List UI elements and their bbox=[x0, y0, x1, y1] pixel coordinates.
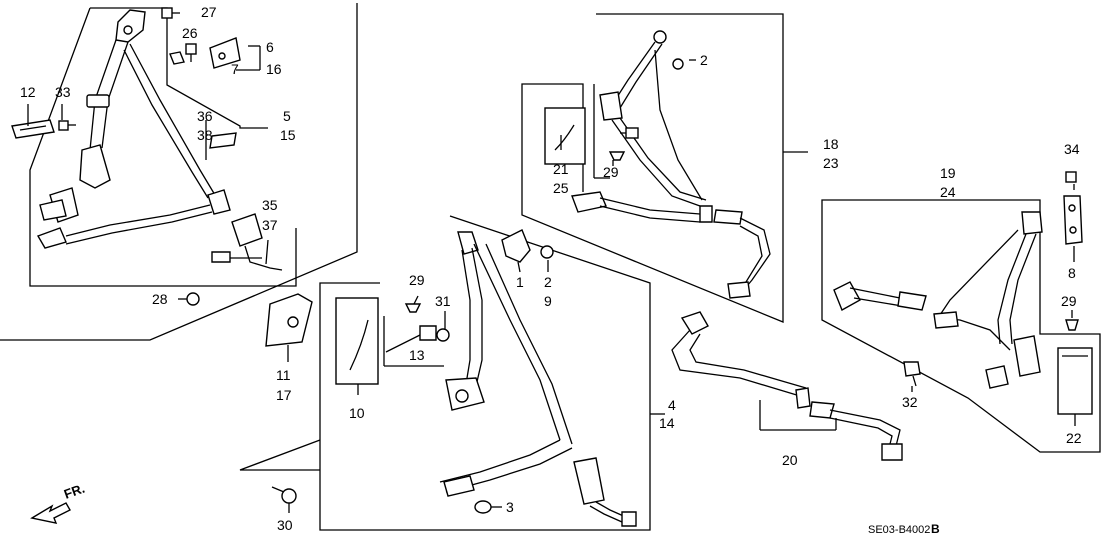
part-21-25-label-card bbox=[544, 107, 586, 165]
part-label-37: 37 bbox=[262, 217, 278, 233]
part-label-6: 6 bbox=[266, 39, 274, 55]
part-28-bolt bbox=[178, 292, 200, 306]
part-12-grab-strap bbox=[11, 119, 55, 139]
front-direction-label: FR. bbox=[62, 481, 87, 502]
part-13-guide-rod bbox=[385, 325, 437, 353]
part-label-13: 13 bbox=[409, 347, 425, 363]
front-seat-belt-group-outline bbox=[0, 3, 358, 341]
part-8-bracket bbox=[1063, 195, 1083, 245]
drawing-code: SE03-B4002 bbox=[868, 524, 930, 536]
part-label-11: 11 bbox=[276, 367, 291, 383]
part-label-35: 35 bbox=[262, 197, 278, 213]
part-label-4: 4 bbox=[668, 397, 676, 413]
part-label-24: 24 bbox=[940, 184, 956, 200]
part-label-2-b: 2 bbox=[544, 274, 552, 290]
part-label-21: 21 bbox=[553, 161, 569, 177]
part-label-7: 7 bbox=[231, 61, 239, 77]
rear-left-belt-group-outline bbox=[821, 199, 1101, 453]
part-label-22: 22 bbox=[1066, 430, 1082, 446]
part-label-9: 9 bbox=[544, 293, 552, 309]
part-label-19: 19 bbox=[940, 165, 956, 181]
drawing-revision: B bbox=[931, 522, 940, 536]
part-label-29-b: 29 bbox=[603, 164, 619, 180]
part-32-bolt bbox=[903, 361, 921, 387]
part-label-38: 38 bbox=[197, 127, 213, 143]
part-26-bolt bbox=[185, 43, 197, 62]
part-label-32: 32 bbox=[902, 394, 918, 410]
front-buckle-assembly bbox=[211, 213, 283, 271]
part-29-31-bolts-center bbox=[404, 303, 450, 342]
part-label-30: 30 bbox=[277, 517, 293, 533]
part-label-8: 8 bbox=[1068, 265, 1076, 281]
part-label-26: 26 bbox=[182, 25, 198, 41]
part-label-28: 28 bbox=[152, 291, 168, 307]
part-label-17: 17 bbox=[276, 387, 292, 403]
part-label-36: 36 bbox=[197, 108, 213, 124]
part-label-18: 18 bbox=[823, 136, 839, 152]
part-3-cap bbox=[474, 500, 492, 514]
part-label-3: 3 bbox=[506, 499, 514, 515]
part-2-9-cap bbox=[540, 245, 554, 259]
part-20-center-belt-assembly bbox=[671, 311, 903, 461]
rear-right-bolts bbox=[608, 127, 639, 161]
shoulder-anchor-cover-part bbox=[39, 132, 237, 221]
part-label-15: 15 bbox=[280, 127, 296, 143]
part-label-10: 10 bbox=[349, 405, 365, 421]
part-label-14: 14 bbox=[659, 415, 675, 431]
part-11-17-cover bbox=[265, 293, 313, 347]
part-label-25: 25 bbox=[553, 180, 569, 196]
part-label-20: 20 bbox=[782, 452, 798, 468]
part-label-16: 16 bbox=[266, 61, 282, 77]
part-label-5: 5 bbox=[283, 108, 291, 124]
part-2-cap bbox=[672, 58, 684, 70]
part-10-label-card bbox=[335, 297, 379, 385]
rear-center-belt-group-outline bbox=[239, 215, 665, 531]
part-label-31: 31 bbox=[435, 293, 451, 309]
part-label-29-c: 29 bbox=[1061, 293, 1077, 309]
part-6-7-16-anchor-bracket bbox=[169, 37, 241, 69]
front-direction-arrow-icon bbox=[30, 502, 71, 524]
front-retractor-assembly bbox=[36, 9, 231, 249]
part-33-bolt bbox=[58, 120, 76, 131]
part-29-bolt-right bbox=[1065, 319, 1079, 331]
part-27-bolt bbox=[161, 7, 180, 19]
part-label-12: 12 bbox=[20, 84, 36, 100]
rear-right-belt-group-outline bbox=[521, 13, 808, 323]
rear-center-retractor-assembly bbox=[439, 231, 637, 527]
rear-left-retractor-assembly bbox=[833, 211, 1043, 389]
leader-lines bbox=[27, 45, 1076, 513]
part-label-29-a: 29 bbox=[409, 272, 425, 288]
part-1-anchor-cover bbox=[501, 229, 531, 263]
part-label-1: 1 bbox=[516, 274, 524, 290]
part-label-23: 23 bbox=[823, 155, 839, 171]
part-34-bolt bbox=[1065, 171, 1077, 183]
part-label-34: 34 bbox=[1064, 141, 1080, 157]
rear-right-retractor-assembly bbox=[571, 30, 771, 299]
part-label-27: 27 bbox=[201, 4, 217, 20]
part-30-bolt bbox=[271, 486, 297, 504]
part-number-labels: 27 26 6 7 16 12 33 5 15 36 38 35 37 28 2… bbox=[20, 4, 1082, 533]
part-22-label-card bbox=[1057, 347, 1093, 415]
part-label-33: 33 bbox=[55, 84, 71, 100]
part-label-2-a: 2 bbox=[700, 52, 708, 68]
